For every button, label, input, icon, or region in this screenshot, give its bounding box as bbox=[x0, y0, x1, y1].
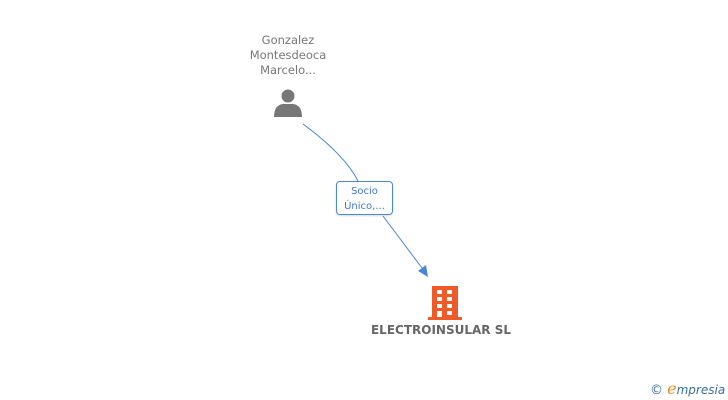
logo-text: mpresia bbox=[676, 383, 726, 397]
relation-line: Socio bbox=[351, 186, 378, 197]
person-name-line: Montesdeoca bbox=[249, 48, 327, 62]
copyright-icon: © bbox=[650, 383, 663, 398]
arrow-head-icon bbox=[418, 265, 428, 277]
relation-label[interactable]: Socio Único,... bbox=[336, 181, 393, 215]
relation-line: Único,... bbox=[344, 201, 385, 212]
logo-e: e bbox=[667, 379, 677, 398]
empresia-logo: © empresia bbox=[650, 379, 725, 398]
person-name[interactable]: Gonzalez Montesdeoca Marcelo... bbox=[228, 33, 348, 78]
building-icon[interactable] bbox=[428, 285, 462, 321]
company-name[interactable]: ELECTROINSULAR SL bbox=[370, 323, 511, 337]
person-name-line: Gonzalez bbox=[261, 33, 315, 47]
person-name-line: Marcelo... bbox=[260, 63, 316, 77]
person-icon[interactable] bbox=[273, 88, 303, 118]
